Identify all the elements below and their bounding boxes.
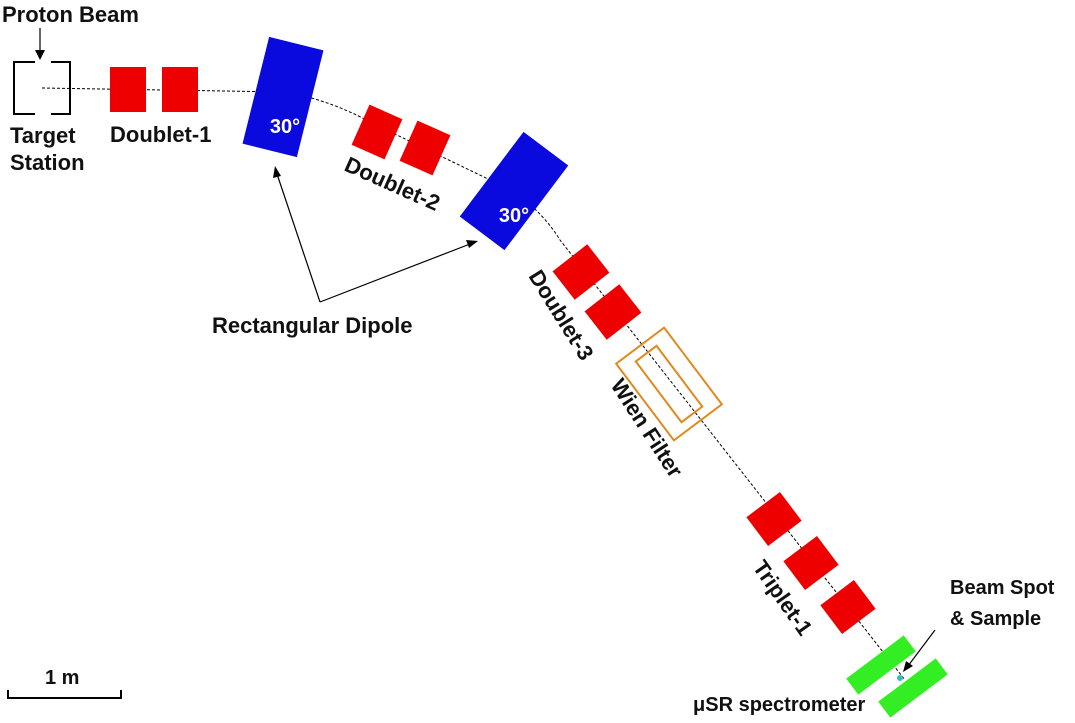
dipole1-angle-label: 30° (270, 116, 300, 138)
wien-filter (614, 326, 724, 442)
doublet2-quad-a (351, 104, 403, 160)
target-station (13, 61, 71, 115)
doublet2-quad-b (399, 120, 451, 176)
doublet3-quad-a (552, 244, 610, 300)
dipole2-angle-label: 30° (499, 205, 529, 227)
doublet3-quad-b (584, 284, 642, 340)
target-station-label-2: Station (10, 150, 85, 175)
dipole-pointer-arrows (273, 166, 478, 303)
beam-trajectory (41, 87, 906, 681)
triplet1-quad-c (820, 579, 876, 635)
wien-filter-label: Wien Filter (606, 374, 688, 482)
scale-bar (7, 690, 122, 699)
target-station-label-1: Target (10, 123, 76, 148)
proton-beam-label: Proton Beam (2, 2, 139, 27)
doublet1-quad-b (162, 67, 198, 112)
proton-beam-arrow (35, 28, 45, 60)
dipole-1 (242, 36, 324, 158)
scale-bar-label: 1 m (45, 667, 79, 689)
beam-spot-arrow (903, 629, 936, 672)
spectrometer-coil-a (846, 635, 916, 695)
beam-spot-label-2: & Sample (950, 608, 1041, 630)
spectrometer-coil-b (878, 658, 948, 718)
sample-spot (897, 675, 903, 681)
triplet1-quad-a (746, 491, 802, 547)
spectrometer-label: μSR spectrometer (693, 694, 866, 716)
triplet1-quad-b (783, 535, 839, 591)
beam-spot-label-1: Beam Spot (950, 577, 1055, 599)
dipole-2 (459, 131, 569, 251)
doublet1-quad-a (110, 67, 146, 112)
rectangular-dipole-label: Rectangular Dipole (212, 313, 412, 338)
doublet1-label: Doublet-1 (110, 122, 211, 147)
